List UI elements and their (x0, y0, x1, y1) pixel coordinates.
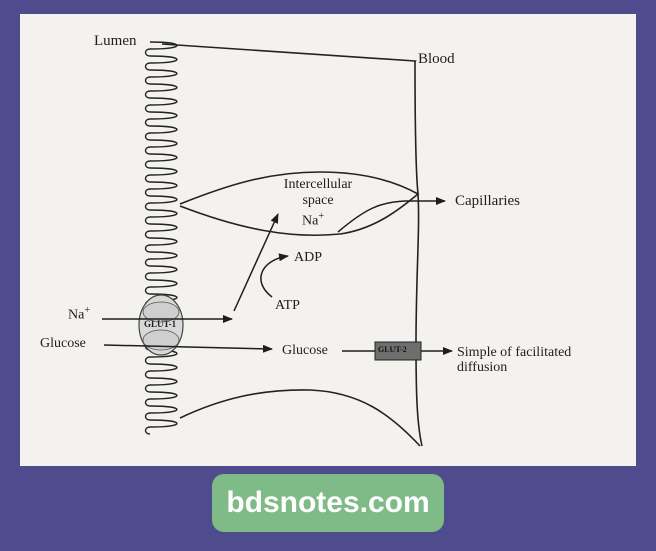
intercellular-space-label: Intercellular space (283, 177, 353, 208)
atp-label: ATP (275, 298, 300, 313)
glucose-entry-arrow (103, 344, 273, 353)
na-pump-arrow (233, 213, 279, 312)
site-badge[interactable]: bdsnotes.com (212, 474, 444, 532)
basolateral-membrane (414, 60, 423, 447)
diagram-panel: Lumen Blood Intercellular space Na+ Capi… (20, 14, 636, 466)
bottom-membrane (179, 389, 421, 447)
capillaries-label: Capillaries (455, 193, 520, 209)
glucose-lumen-label: Glucose (40, 336, 86, 351)
glut2-label: GLUT-2 (378, 345, 407, 354)
intercellular-space-outline (179, 171, 420, 237)
microvilli-brush-border (144, 41, 178, 435)
na-space-label: Na+ (302, 211, 324, 229)
glucose-cell-label: Glucose (282, 343, 328, 358)
atp-adp-arrow (260, 253, 289, 298)
site-name: bdsnotes.com (226, 486, 430, 519)
adp-label: ADP (294, 250, 323, 265)
cell-diagram (102, 41, 453, 447)
glut1-label: GLUT-1 (144, 319, 177, 329)
blood-label: Blood (418, 51, 455, 67)
na-lumen-label: Na+ (68, 305, 90, 323)
simple-diffusion-label: Simple of facilitated diffusion (457, 345, 572, 375)
lumen-label: Lumen (94, 33, 137, 49)
capillaries-arrow (337, 197, 446, 233)
top-membrane (161, 43, 417, 63)
